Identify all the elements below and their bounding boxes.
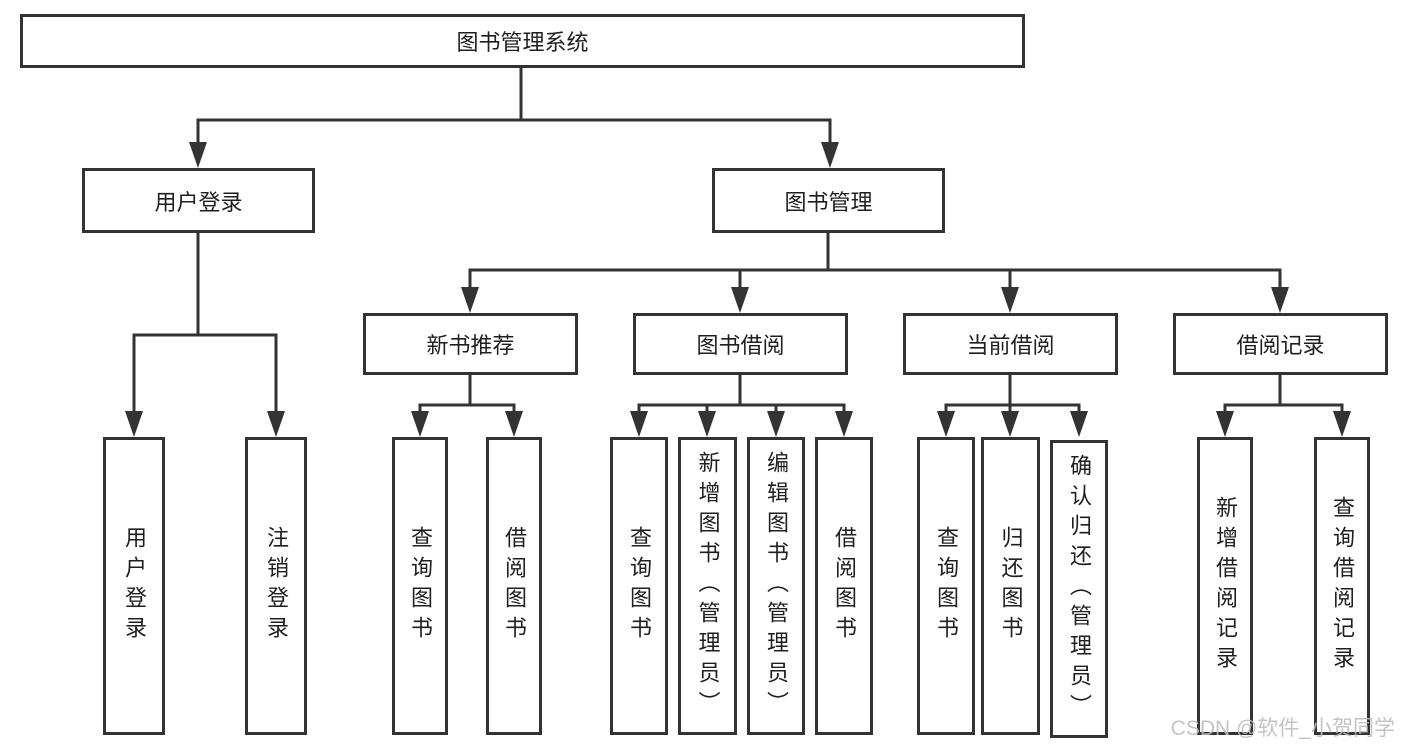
leaf-logout: 注销登录 — [245, 437, 307, 735]
leaf-confirm-return-admin: 确认归还（管理员） — [1050, 440, 1108, 738]
connector-root-to-level2 — [189, 66, 839, 168]
leaf-query-books-recommend: 查询图书 — [392, 437, 448, 735]
csdn-watermark: CSDN @软件_小贺同学 — [1170, 717, 1395, 740]
connector-user-login-to-leaves — [125, 231, 285, 437]
leaf-user-login: 用户登录 — [103, 437, 165, 735]
node-borrow-record: 借阅记录 — [1173, 313, 1388, 375]
node-book-borrow: 图书借阅 — [633, 313, 848, 375]
leaf-query-books-current: 查询图书 — [917, 437, 975, 735]
leaf-borrow-books: 借阅图书 — [815, 437, 873, 735]
node-current-borrow: 当前借阅 — [903, 313, 1118, 375]
node-user-login: 用户登录 — [82, 168, 315, 233]
connector-book-borrow-to-leaves — [630, 373, 853, 437]
node-new-book-recommend: 新书推荐 — [363, 313, 578, 375]
leaf-query-books-borrow: 查询图书 — [610, 437, 668, 735]
connector-new-book-recommend-to-leaves — [411, 373, 523, 437]
node-root-system: 图书管理系统 — [20, 14, 1025, 68]
leaf-return-books: 归还图书 — [981, 437, 1040, 735]
connector-current-borrow-to-leaves — [937, 373, 1088, 437]
leaf-edit-books-admin: 编辑图书（管理员） — [747, 437, 805, 735]
connector-book-management-to-level3 — [461, 231, 1289, 313]
leaf-add-borrow-record: 新增借阅记录 — [1197, 437, 1253, 735]
leaf-add-books-admin: 新增图书（管理员） — [678, 437, 737, 735]
leaf-borrow-books-recommend: 借阅图书 — [486, 437, 542, 735]
leaf-query-borrow-record: 查询借阅记录 — [1314, 437, 1370, 735]
connector-borrow-record-to-leaves — [1216, 373, 1351, 437]
node-book-management: 图书管理 — [712, 168, 945, 233]
